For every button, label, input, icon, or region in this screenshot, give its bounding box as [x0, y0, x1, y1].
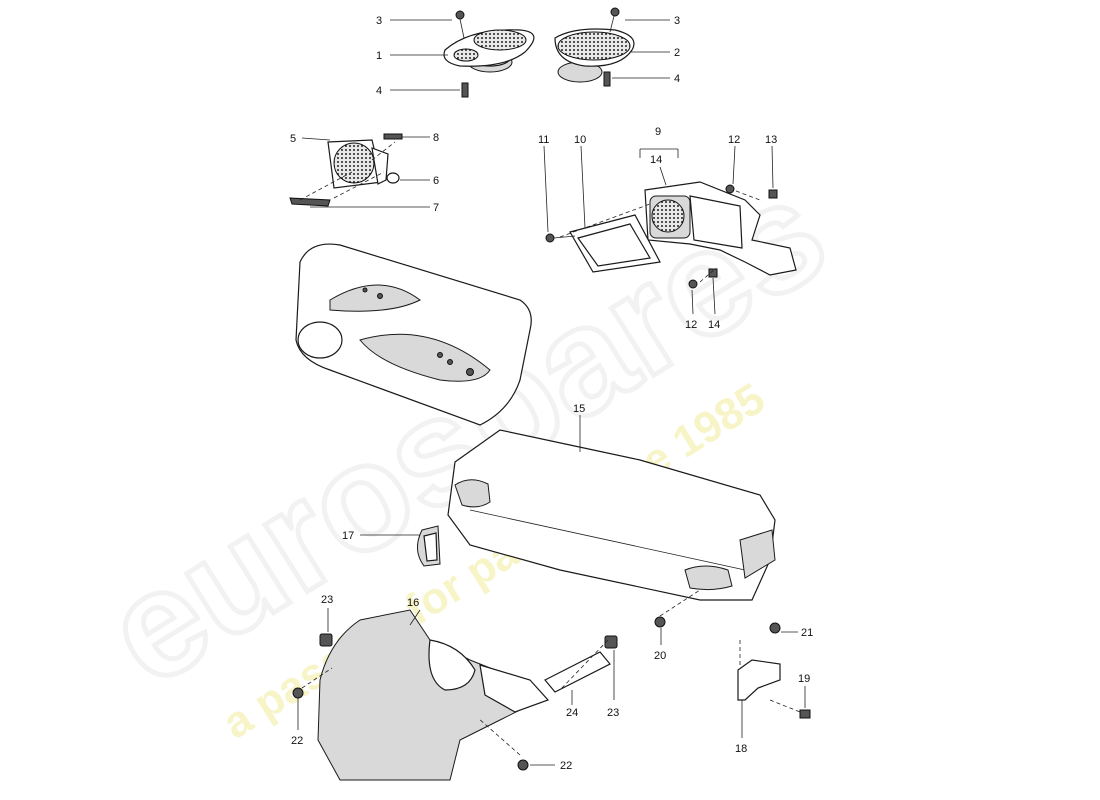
callout-23-right: 23 — [607, 707, 619, 719]
speaker-part-2 — [554, 28, 635, 83]
clip-part-7 — [289, 197, 331, 207]
screw-part-22-bottom — [517, 759, 529, 771]
callout-9: 9 — [655, 126, 661, 138]
callout-18: 18 — [735, 743, 747, 755]
callout-17: 17 — [342, 530, 354, 542]
pocket-part-16 — [317, 609, 550, 781]
armrest-part-15 — [447, 429, 776, 601]
callout-4-left: 4 — [376, 85, 382, 97]
clip-part-19 — [799, 709, 811, 719]
leaders-top — [390, 19, 670, 91]
clip-part-4-left — [461, 82, 469, 98]
callout-23-left: 23 — [321, 594, 333, 606]
callout-11: 11 — [538, 134, 549, 146]
screw-part-11 — [545, 233, 576, 243]
callout-12-upper: 12 — [728, 134, 740, 146]
screw-part-12-lower — [688, 279, 698, 289]
callout-14-lower: 14 — [708, 319, 720, 331]
screw-part-21 — [769, 622, 781, 634]
callout-8: 8 — [433, 132, 439, 144]
nut-part-23-right — [604, 635, 618, 649]
callout-21: 21 — [801, 627, 813, 639]
speaker-housing-part-9 — [644, 181, 797, 276]
callout-1: 1 — [376, 50, 382, 62]
callout-3-right: 3 — [674, 15, 680, 27]
screw-part-3-left — [455, 10, 465, 39]
clip-part-14 — [708, 268, 718, 278]
callout-20: 20 — [654, 650, 666, 662]
callout-4-right: 4 — [674, 73, 680, 85]
callout-13: 13 — [765, 134, 777, 146]
callout-16: 16 — [407, 597, 419, 609]
leaders-housing — [543, 145, 774, 315]
screw-part-20 — [654, 616, 666, 628]
tweeter-part-5 — [327, 139, 389, 189]
callout-22-left: 22 — [291, 735, 303, 747]
screw-part-22-left — [292, 687, 304, 699]
speaker-part-1 — [443, 29, 535, 73]
screw-part-3-right — [609, 7, 620, 33]
clip-part-4-right — [603, 71, 611, 87]
washer-part-6 — [386, 172, 400, 184]
callout-7: 7 — [433, 202, 439, 214]
gasket-part-10-inner — [577, 223, 651, 267]
leaders-lower — [297, 415, 806, 766]
callout-3-left: 3 — [376, 15, 382, 27]
callout-15: 15 — [573, 403, 585, 415]
callout-5: 5 — [290, 133, 296, 145]
callout-12-lower: 12 — [685, 319, 697, 331]
clip-part-13 — [768, 189, 778, 199]
callout-2: 2 — [674, 47, 680, 59]
callout-10: 10 — [574, 134, 586, 146]
bracket-part-18 — [737, 659, 781, 701]
callout-24: 24 — [566, 707, 578, 719]
leaders-tweeter — [299, 136, 430, 208]
callout-labels: 1 2 3 3 4 4 5 6 7 8 9 14 10 11 12 13 12 … — [290, 15, 813, 772]
callout-19: 19 — [798, 673, 810, 685]
callout-14-upper: 14 — [650, 154, 662, 166]
callout-22-bottom: 22 — [560, 760, 572, 772]
bracket-part-8 — [383, 133, 403, 140]
bezel-part-17-inner — [423, 532, 438, 562]
screw-part-12-upper — [725, 184, 735, 194]
nut-part-23-left — [319, 633, 333, 647]
door-panel — [295, 243, 532, 426]
callout-6: 6 — [433, 175, 439, 187]
